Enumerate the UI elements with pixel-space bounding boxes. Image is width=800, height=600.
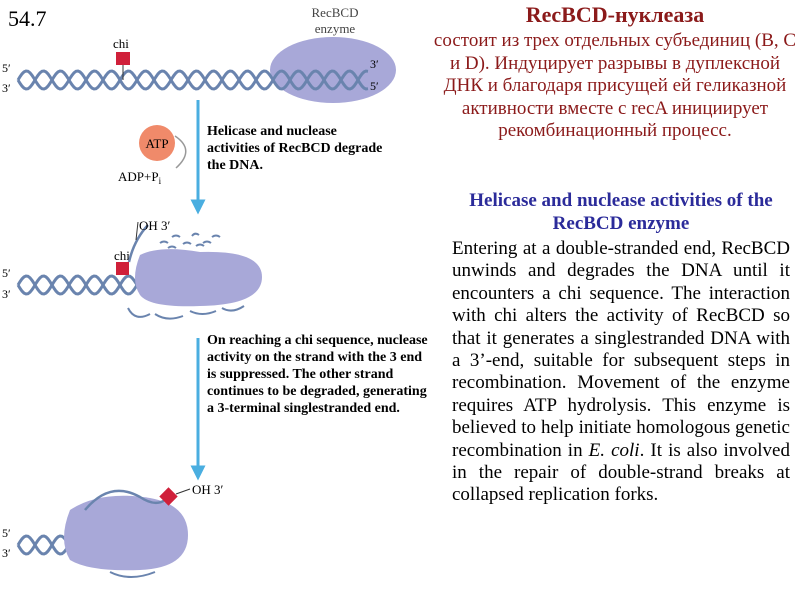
body-en-part2: . It is also involved in the repair of d…: [452, 439, 790, 506]
atp-circle: [139, 125, 175, 161]
step2-caption: On reaching a chi sequence, nuclease act…: [207, 333, 428, 416]
dna-fragment-3: [109, 571, 156, 578]
description-ru: состоит из трех отдельных субъединиц (B,…: [433, 30, 797, 141]
oh-leader-3: [175, 488, 191, 495]
dna-strand-bottom-2: [16, 274, 152, 296]
enzyme-label: RecBCD: [312, 5, 359, 20]
chi-site-3: [159, 487, 178, 506]
ss-end-2: [127, 224, 149, 263]
atp-hydrolysis-arrow: [174, 135, 187, 169]
five-prime-label-3: 5′: [2, 526, 11, 540]
dna-strand-top: [16, 69, 369, 91]
slide-number: 54.7: [8, 6, 47, 31]
three-prime-label-2: 3′: [2, 287, 11, 301]
dna-fragments-top: [159, 232, 221, 249]
five-prime-label-right: 5′: [370, 79, 379, 93]
step1-caption: Helicase and nuclease activities of RecB…: [207, 124, 383, 173]
dna-strand-bottom: [16, 69, 369, 91]
recbcd-enzyme-2: [135, 249, 262, 307]
body-en-organism: E. coli: [588, 439, 640, 461]
enzyme-label-line2: enzyme: [315, 21, 356, 36]
oh-label-2: OH 3′: [139, 218, 171, 233]
chi-label-2: chi: [114, 248, 130, 263]
five-prime-label-2: 5′: [2, 266, 11, 280]
recbcd-diagram: RecBCD enzyme chi 5′ 3′ 3′ 5′ ATP ADP+Pi…: [2, 5, 396, 578]
oh-leader-2: [135, 221, 139, 241]
three-prime-label: 3′: [2, 81, 11, 95]
dna-fragments-bottom: [127, 305, 245, 320]
title-ru: RecBCD-нуклеаза: [525, 2, 705, 27]
five-prime-label: 5′: [2, 61, 11, 75]
oh-label-3: OH 3′: [192, 482, 224, 497]
chi-site-2: [116, 262, 129, 275]
atp-label: ATP: [145, 136, 168, 151]
three-prime-label-3: 3′: [2, 546, 11, 560]
three-prime-label-right: 3′: [370, 57, 379, 71]
recbcd-enzyme-3: [64, 495, 188, 571]
ss-3prime-strand: [84, 489, 166, 511]
subtitle-en: Helicase and nuclease activities of the …: [469, 190, 773, 234]
chi-label: chi: [113, 36, 129, 51]
adp-label: ADP+Pi: [118, 169, 162, 186]
body-en: Entering at a double-stranded end, RecBC…: [452, 238, 790, 507]
chi-site: [116, 52, 130, 65]
body-en-part1: Entering at a double-stranded end, RecBC…: [452, 238, 790, 461]
dna-strand-top-2: [16, 274, 152, 296]
